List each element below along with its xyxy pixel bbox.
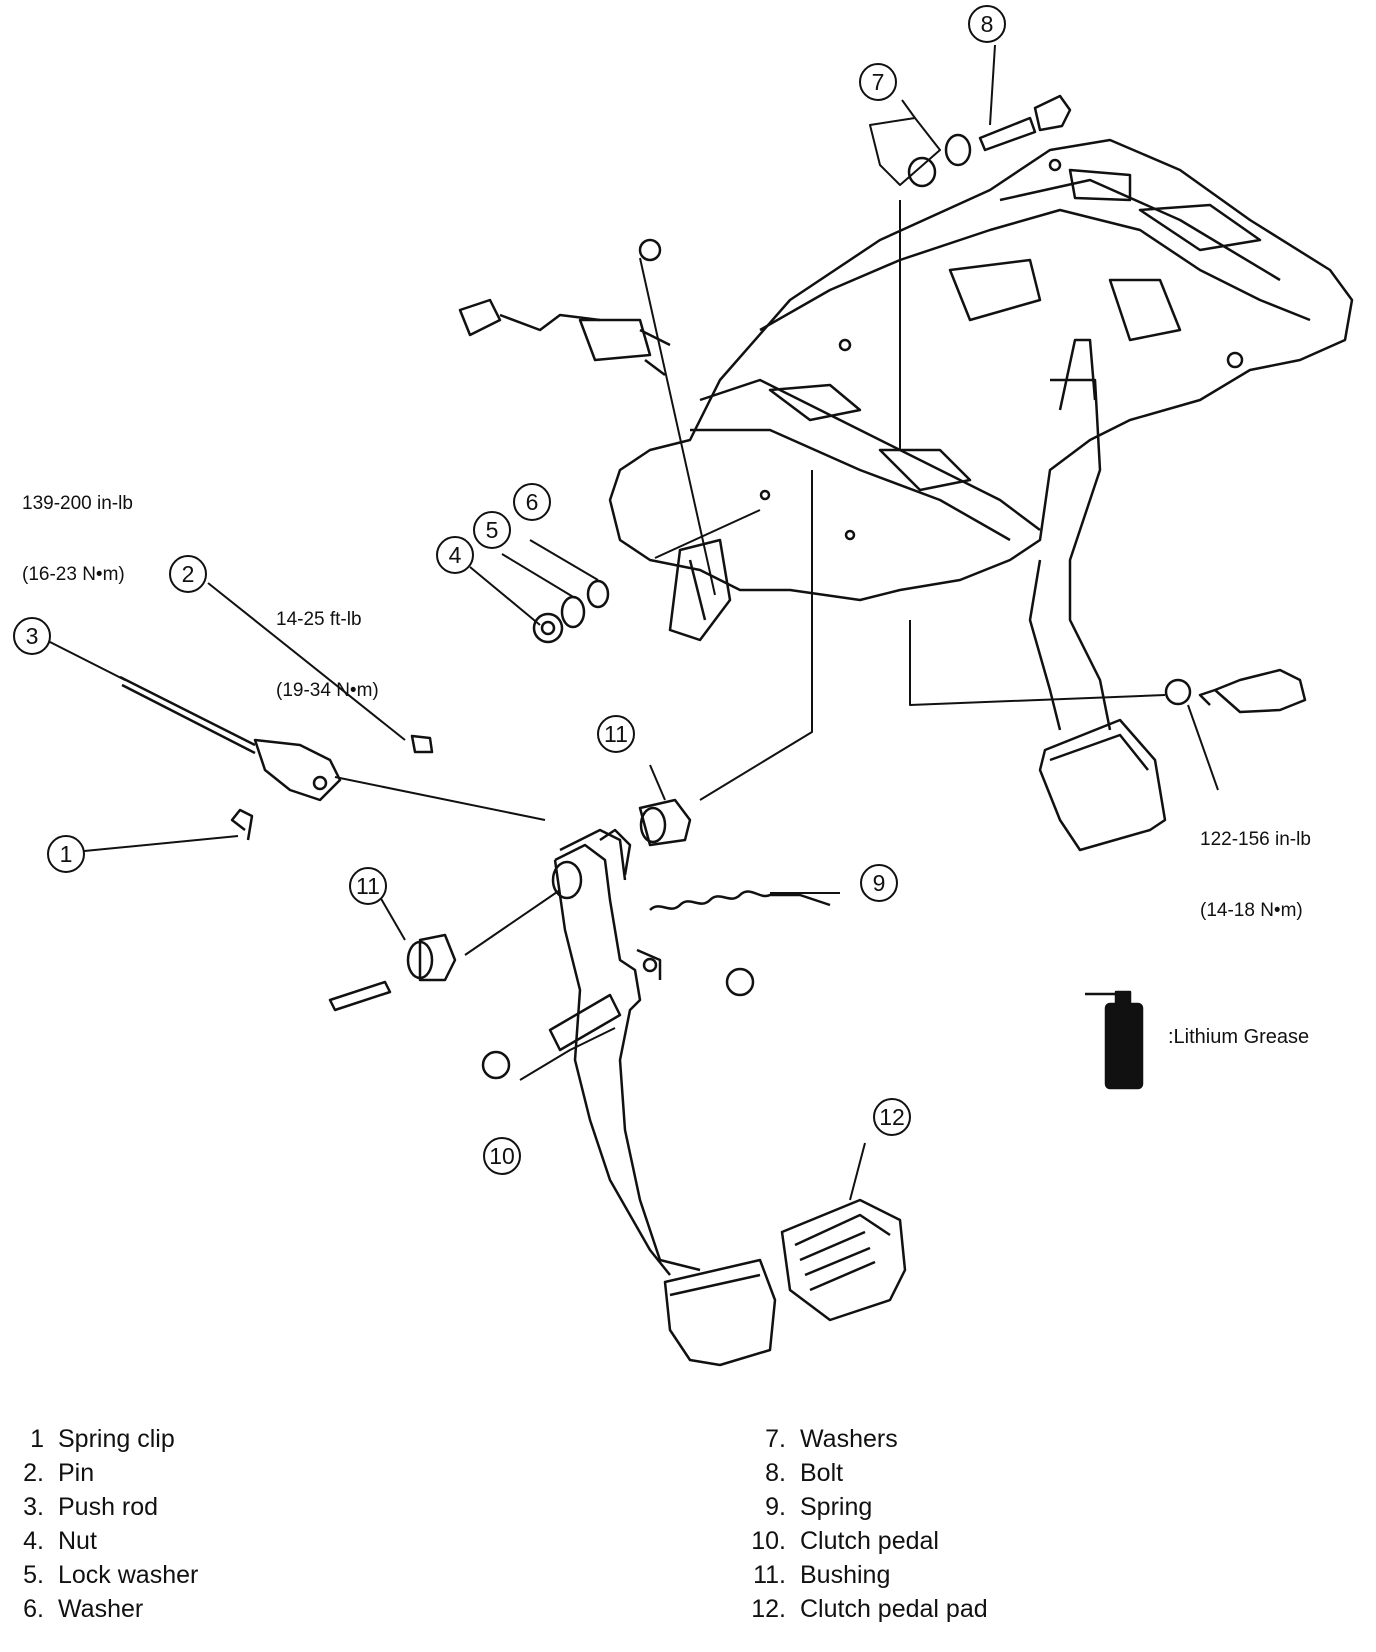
torque-spec-pin: 14-25 ft-lb (19-34 N•m) <box>276 560 379 726</box>
callout-2: 2 <box>169 555 207 593</box>
legend-item: 2. Pin <box>0 1456 198 1490</box>
legend-text: Push rod <box>58 1492 159 1521</box>
return-spring <box>649 890 831 911</box>
legend-num: 6. <box>23 1594 44 1623</box>
spring-clip <box>230 808 254 841</box>
clutch-pedal-pad <box>780 1198 907 1322</box>
legend-num: 9. <box>765 1492 786 1521</box>
legend-left: 1 Spring clip 2. Pin 3. Push rod 4. Nut 5. Lo… <box>0 1422 198 1626</box>
legend-num: 5. <box>23 1560 44 1589</box>
legend-text: Clutch pedal <box>800 1526 939 1555</box>
legend-text: Nut <box>58 1526 97 1555</box>
torque-spec-pin-line2: (19-34 N•m) <box>276 679 379 701</box>
legend-text: Washer <box>58 1594 144 1623</box>
callout-10: 10 <box>483 1137 521 1175</box>
push-rod <box>119 675 434 802</box>
legend-item: 9. Spring <box>742 1490 988 1524</box>
legend-text: Lock washer <box>58 1560 199 1589</box>
callout-4: 4 <box>436 536 474 574</box>
legend-item: 12. Clutch pedal pad <box>742 1592 988 1626</box>
clutch-pedal <box>548 828 777 1367</box>
legend-item: 11. Bushing <box>742 1558 988 1592</box>
legend-num: 10. <box>751 1526 786 1555</box>
torque-spec-pin-line1: 14-25 ft-lb <box>276 608 362 630</box>
grease-label: :Lithium Grease <box>1168 1026 1310 1048</box>
pedal-nut-right <box>725 967 755 997</box>
legend-text: Clutch pedal pad <box>800 1594 988 1623</box>
stop-switch <box>1164 668 1307 714</box>
switch-connector <box>458 238 671 376</box>
callout-6: 6 <box>513 483 551 521</box>
legend-item: 10. Clutch pedal <box>742 1524 988 1558</box>
bushings <box>328 798 692 1012</box>
legend-num: 11. <box>753 1560 786 1589</box>
pedal-nut-left <box>481 1050 511 1080</box>
legend-num: 3. <box>23 1492 44 1521</box>
callout-5: 5 <box>473 511 511 549</box>
torque-spec-pushrod: 139-200 in-lb (16-23 N•m) <box>22 444 133 610</box>
legend-text: Washers <box>800 1424 898 1453</box>
legend-text: Spring <box>800 1492 873 1521</box>
legend-text: Pin <box>58 1458 95 1487</box>
legend-num: 8. <box>765 1458 786 1487</box>
legend-item: 4. Nut <box>0 1524 198 1558</box>
legend-item: 8. Bolt <box>742 1456 988 1490</box>
grease-tube-icon <box>1085 990 1144 1090</box>
callout-7: 7 <box>859 63 897 101</box>
legend-num: 2. <box>23 1458 44 1487</box>
torque-spec-switch-line2: (14-18 N•m) <box>1200 899 1303 921</box>
pedal-bracket <box>608 138 1354 852</box>
callout-11-upper: 11 <box>597 715 635 753</box>
legend-text: Bushing <box>800 1560 891 1589</box>
legend-text: Bolt <box>800 1458 844 1487</box>
legend-item: 7. Washers <box>742 1422 988 1456</box>
torque-spec-switch: 122-156 in-lb (14-18 N•m) <box>1200 780 1311 946</box>
nut-washer-stack <box>532 579 610 644</box>
callout-11-lower: 11 <box>349 867 387 905</box>
legend-item: 6. Washer <box>0 1592 198 1626</box>
torque-spec-switch-line1: 122-156 in-lb <box>1200 828 1311 850</box>
callout-12: 12 <box>873 1098 911 1136</box>
legend-item: 1 Spring clip <box>0 1422 198 1456</box>
callout-1: 1 <box>47 835 85 873</box>
legend-num: 7. <box>765 1424 786 1453</box>
legend-num: 1 <box>30 1424 44 1453</box>
legend-text: Spring clip <box>58 1424 175 1453</box>
callout-9: 9 <box>860 864 898 902</box>
legend-num: 4. <box>23 1526 44 1555</box>
legend-num: 12. <box>751 1594 786 1623</box>
legend-right: 7. Washers 8. Bolt 9. Spring 10. Clutch peda… <box>742 1422 988 1626</box>
legend-item: 3. Push rod <box>0 1490 198 1524</box>
leader-lines <box>45 44 1219 1201</box>
callout-8: 8 <box>968 5 1006 43</box>
torque-spec-pushrod-line1: 139-200 in-lb <box>22 492 133 514</box>
legend-item: 5. Lock washer <box>0 1558 198 1592</box>
bolt-and-washers <box>907 94 1072 188</box>
torque-spec-pushrod-line2: (16-23 N•m) <box>22 563 125 585</box>
callout-3: 3 <box>13 617 51 655</box>
